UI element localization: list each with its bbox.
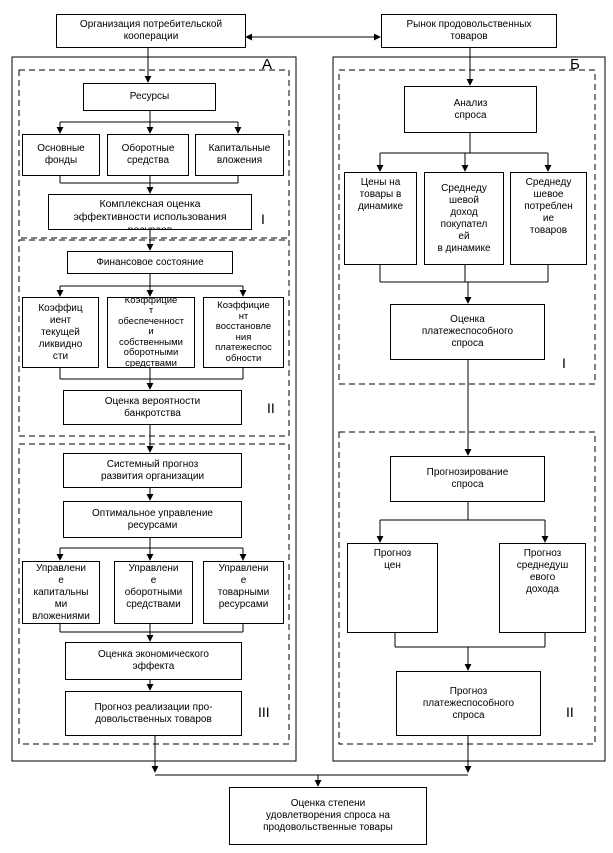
group-a1-numeral: I (261, 211, 265, 227)
fin-state-box: Финансовое состояние (67, 251, 233, 274)
section-a-frame (11, 56, 297, 762)
mgmt-goods-box: Управлени е товарными ресурсами (203, 561, 284, 624)
capital-investments-box: Капитальные вложения (195, 134, 284, 176)
solvent-eval-box: Оценка платежеспособного спроса (390, 304, 545, 360)
self-funded-box: Коэффицие т обеспеченност и собственными… (107, 297, 195, 368)
income-forecast-box: Прогноз среднедуш евого дохода (499, 543, 586, 633)
group-a3 (18, 443, 290, 745)
mgmt-capital-box: Управлени е капитальны ми вложениями (22, 561, 100, 624)
system-forecast-box: Системный прогноз развития организации (63, 453, 242, 488)
bankruptcy-box: Оценка вероятности банкротства (63, 390, 242, 425)
demand-analysis-box: Анализ спроса (404, 86, 537, 133)
section-a-label: А (262, 56, 273, 73)
working-capital-box: Оборотные средства (107, 134, 189, 176)
price-forecast-box: Прогноз цен (347, 543, 438, 633)
group-b1 (338, 69, 596, 385)
avg-income-box: Среднеду шевой доход покупател ей в дина… (424, 172, 504, 265)
group-b1-numeral: I (562, 355, 566, 371)
restoration-box: Коэффицие нт восстановле ния платежеспос… (203, 297, 284, 368)
demand-forecasting-box: Прогнозирование спроса (390, 456, 545, 502)
section-b-label: Б (570, 56, 580, 73)
group-a3-numeral: III (258, 704, 270, 720)
group-b2 (338, 431, 596, 745)
fixed-assets-box: Основные фонды (22, 134, 100, 176)
org-box: Организация потребительской кооперации (56, 14, 246, 48)
mgmt-working-box: Управлени е оборотными средствами (114, 561, 193, 624)
group-a1 (18, 69, 290, 239)
resources-box: Ресурсы (83, 83, 216, 111)
sales-forecast-box: Прогноз реализации про- довольственных т… (65, 691, 242, 736)
prices-dynamics-box: Цены на товары в динамике (344, 172, 417, 265)
econ-effect-box: Оценка экономического эффекта (65, 642, 242, 680)
section-b-frame (332, 56, 606, 762)
group-a2 (18, 239, 290, 437)
final-eval-box: Оценка степени удовлетворения спроса на … (229, 787, 427, 845)
avg-consumption-box: Среднеду шевое потреблен ие товаров (510, 172, 587, 265)
market-box: Рынок продовольственных товаров (381, 14, 557, 48)
group-a2-numeral: II (267, 400, 275, 416)
complex-eval-box: Комплексная оценка эффективности использ… (48, 194, 252, 230)
optimal-mgmt-box: Оптимальное управление ресурсами (63, 501, 242, 538)
current-liquidity-box: Коэффиц иент текущей ликвидно сти (22, 297, 99, 368)
group-b2-numeral: II (566, 704, 574, 720)
solvent-forecast-box: Прогноз платежеспособного спроса (396, 671, 541, 736)
